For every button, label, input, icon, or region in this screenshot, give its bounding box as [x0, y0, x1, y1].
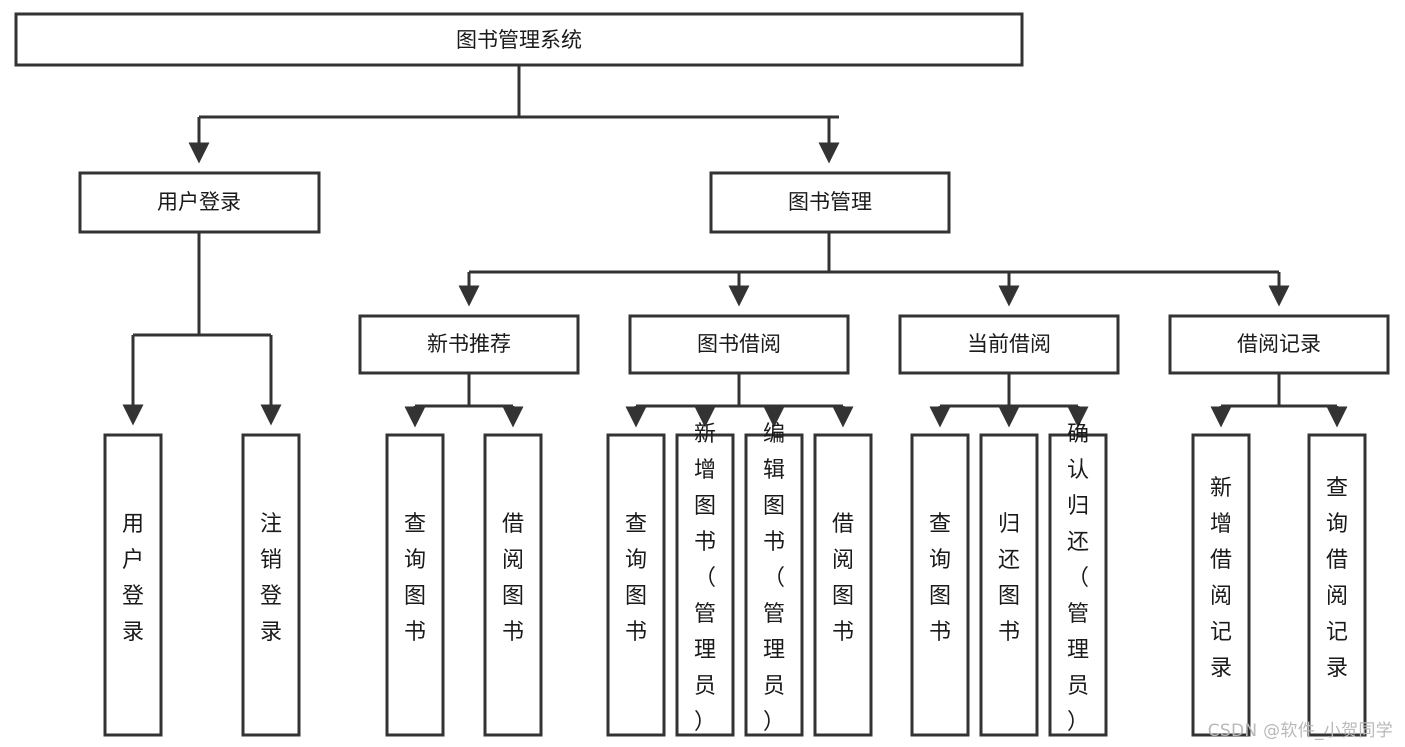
leaf-edit-book[interactable]: 编辑图书（管理员）	[744, 422, 804, 737]
leaf-borrow-book-1[interactable]: 借阅图书	[483, 433, 543, 737]
node-book-manage-label: 图书管理	[788, 190, 872, 214]
leaf-borrow-book-2-label: 借阅图书	[832, 512, 854, 645]
csdn-watermark: CSDN @软件_小贺同学	[1207, 721, 1393, 741]
leaf-confirm-return-label: 确认归还（管理员）	[1067, 422, 1089, 735]
leaf-query-record-label: 查询借阅记录	[1326, 476, 1348, 681]
node-current-borrow[interactable]: 当前借阅	[898, 314, 1120, 375]
leaf-edit-book-label: 编辑图书（管理员）	[763, 422, 785, 735]
leaf-query-book-3-label: 查询图书	[929, 512, 951, 645]
connector-userlogin-to-leaves	[122, 232, 282, 426]
connector-bookmanage-to-level3	[458, 232, 1290, 307]
node-new-book-recommend-label: 新书推荐	[427, 332, 511, 356]
leaf-logout-login[interactable]: 注销登录	[241, 433, 301, 737]
node-book-borrow[interactable]: 图书借阅	[628, 314, 850, 375]
connector-newbook-to-leaves	[404, 373, 524, 428]
node-user-login-label: 用户登录	[157, 190, 241, 214]
node-book-manage[interactable]: 图书管理	[709, 171, 951, 234]
node-book-borrow-label: 图书借阅	[697, 332, 781, 356]
connector-bookborrow-to-leaves	[625, 373, 854, 428]
leaf-return-book-label: 归还图书	[998, 512, 1020, 645]
leaf-query-book-3[interactable]: 查询图书	[910, 433, 970, 737]
leaf-add-book[interactable]: 新增图书（管理员）	[675, 422, 735, 737]
connector-currentborrow-to-leaves	[929, 373, 1089, 428]
leaf-add-record[interactable]: 新增借阅记录	[1191, 433, 1251, 737]
leaf-user-login[interactable]: 用户登录	[103, 433, 163, 737]
leaf-query-record[interactable]: 查询借阅记录	[1307, 433, 1367, 737]
leaf-add-record-label: 新增借阅记录	[1210, 476, 1232, 681]
node-new-book-recommend[interactable]: 新书推荐	[358, 314, 580, 375]
leaf-borrow-book-1-label: 借阅图书	[502, 512, 524, 645]
leaf-logout-login-label: 注销登录	[260, 512, 282, 645]
node-borrow-record[interactable]: 借阅记录	[1168, 314, 1390, 375]
leaf-query-book-1-label: 查询图书	[404, 512, 426, 645]
leaf-query-book-1[interactable]: 查询图书	[385, 433, 445, 737]
node-root[interactable]: 图书管理系统	[14, 12, 1024, 67]
connector-root-to-level2	[188, 65, 840, 164]
node-borrow-record-label: 借阅记录	[1237, 332, 1321, 356]
leaf-query-book-2[interactable]: 查询图书	[606, 433, 666, 737]
node-user-login[interactable]: 用户登录	[78, 171, 321, 234]
leaf-confirm-return[interactable]: 确认归还（管理员）	[1048, 422, 1108, 737]
node-current-borrow-label: 当前借阅	[967, 332, 1051, 356]
leaf-add-book-label: 新增图书（管理员）	[694, 422, 716, 735]
connector-borrowrecord-to-leaves	[1210, 373, 1348, 428]
leaf-borrow-book-2[interactable]: 借阅图书	[813, 433, 873, 737]
node-root-label: 图书管理系统	[456, 28, 582, 52]
leaf-query-book-2-label: 查询图书	[625, 512, 647, 645]
leaf-return-book[interactable]: 归还图书	[979, 433, 1039, 737]
leaf-user-login-label: 用户登录	[122, 512, 144, 645]
